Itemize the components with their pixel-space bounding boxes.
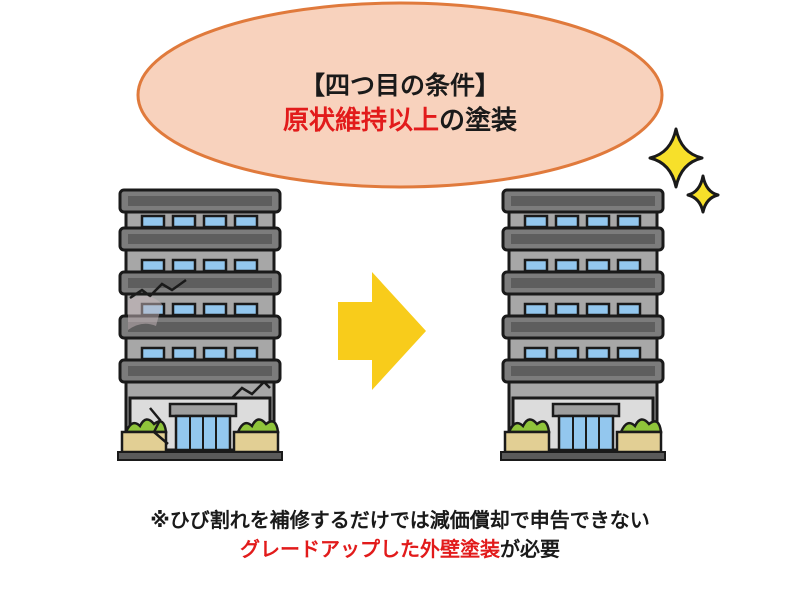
planter bbox=[617, 432, 661, 452]
planter bbox=[234, 432, 278, 452]
floor-stripe bbox=[511, 322, 655, 332]
entrance-awning bbox=[553, 404, 619, 416]
right-arrow-icon bbox=[338, 272, 426, 390]
planter bbox=[505, 432, 549, 452]
window bbox=[525, 348, 547, 359]
window bbox=[204, 260, 226, 271]
window bbox=[556, 216, 578, 227]
floor-stripe bbox=[128, 366, 272, 376]
window bbox=[556, 260, 578, 271]
window bbox=[525, 216, 547, 227]
building-after bbox=[501, 190, 665, 460]
footnote-line-2: グレードアップした外壁塗装が必要 bbox=[0, 533, 800, 562]
window bbox=[173, 348, 195, 359]
window bbox=[618, 348, 640, 359]
window bbox=[587, 260, 609, 271]
condition-text: 原状維持以上の塗装 bbox=[200, 100, 600, 137]
window bbox=[173, 304, 195, 315]
floor-stripe bbox=[511, 278, 655, 288]
window bbox=[142, 260, 164, 271]
footnote-suffix: が必要 bbox=[500, 537, 560, 561]
floor-stripe bbox=[511, 234, 655, 244]
window bbox=[173, 216, 195, 227]
window bbox=[618, 260, 640, 271]
footnote-line-1: ※ひび割れを補修するだけでは減価償却で申告できない bbox=[0, 504, 800, 533]
footnote-emphasis: グレードアップした外壁塗装 bbox=[240, 537, 500, 561]
window bbox=[235, 348, 257, 359]
condition-suffix: の塗装 bbox=[439, 106, 517, 136]
window bbox=[618, 216, 640, 227]
sparkle-icon bbox=[650, 129, 702, 187]
window bbox=[587, 348, 609, 359]
window bbox=[618, 304, 640, 315]
window bbox=[556, 348, 578, 359]
window bbox=[204, 348, 226, 359]
window bbox=[587, 216, 609, 227]
building-before bbox=[118, 190, 282, 460]
entrance-awning bbox=[170, 404, 236, 416]
floor-stripe bbox=[511, 366, 655, 376]
window bbox=[525, 304, 547, 315]
condition-emphasis: 原状維持以上 bbox=[283, 106, 439, 136]
window bbox=[204, 304, 226, 315]
window bbox=[204, 216, 226, 227]
window bbox=[235, 260, 257, 271]
roof-stripe bbox=[511, 196, 655, 206]
window bbox=[556, 304, 578, 315]
sparkle-icon bbox=[688, 176, 718, 212]
window bbox=[587, 304, 609, 315]
window bbox=[235, 304, 257, 315]
window bbox=[235, 216, 257, 227]
window bbox=[142, 348, 164, 359]
window bbox=[525, 260, 547, 271]
building-base bbox=[118, 452, 282, 460]
window bbox=[142, 216, 164, 227]
window bbox=[173, 260, 195, 271]
condition-heading: 【四つ目の条件】 bbox=[200, 66, 600, 102]
roof-stripe bbox=[128, 196, 272, 206]
building-base bbox=[501, 452, 665, 460]
floor-stripe bbox=[128, 278, 272, 288]
floor-stripe bbox=[128, 234, 272, 244]
